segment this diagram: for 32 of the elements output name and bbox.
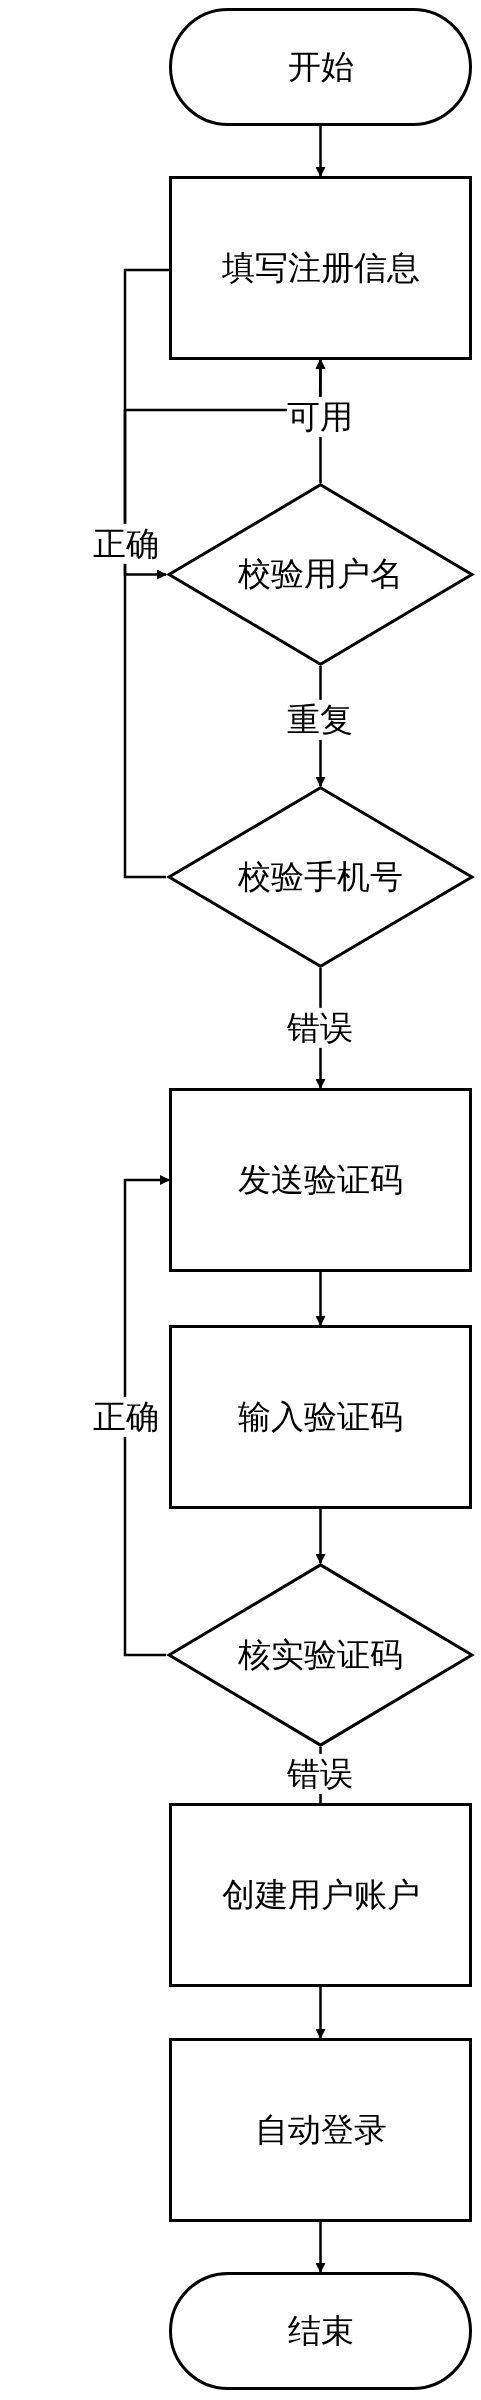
node-label: 开始 bbox=[287, 45, 354, 88]
node-label: 输入验证码 bbox=[238, 1395, 403, 1438]
edge-label: 可用 bbox=[287, 396, 353, 438]
decision-diamond bbox=[166, 483, 475, 666]
arrow bbox=[315, 1272, 326, 1326]
arrow bbox=[123, 359, 326, 879]
node-label: 填写注册信息 bbox=[221, 246, 420, 289]
edge-label: 错误 bbox=[287, 1753, 353, 1795]
arrow bbox=[123, 1175, 170, 1657]
node-label: 创建用户账户 bbox=[221, 1873, 420, 1916]
arrow bbox=[315, 2222, 326, 2273]
process-box bbox=[169, 176, 472, 360]
decision-diamond bbox=[166, 1563, 475, 1747]
node-label: 自动登录 bbox=[254, 2108, 387, 2151]
node-label: 结束 bbox=[287, 2309, 354, 2352]
arrow bbox=[123, 268, 169, 580]
process-box bbox=[169, 1803, 472, 1987]
process-box bbox=[169, 2038, 472, 2222]
edge-label: 正确 bbox=[93, 1396, 159, 1438]
arrow bbox=[315, 1987, 326, 2039]
arrow bbox=[315, 126, 326, 177]
node-label: 校验手机号 bbox=[238, 855, 403, 898]
edge-label: 错误 bbox=[287, 1007, 353, 1049]
arrow bbox=[315, 1509, 326, 1564]
edge-label: 正确 bbox=[93, 523, 159, 565]
node-label: 发送验证码 bbox=[238, 1158, 403, 1201]
node-label: 核实验证码 bbox=[238, 1633, 403, 1676]
process-box bbox=[169, 1325, 472, 1509]
node-label: 校验用户名 bbox=[238, 553, 403, 595]
process-box bbox=[169, 1088, 472, 1272]
edge-label: 重复 bbox=[287, 699, 353, 741]
decision-diamond bbox=[166, 786, 475, 968]
